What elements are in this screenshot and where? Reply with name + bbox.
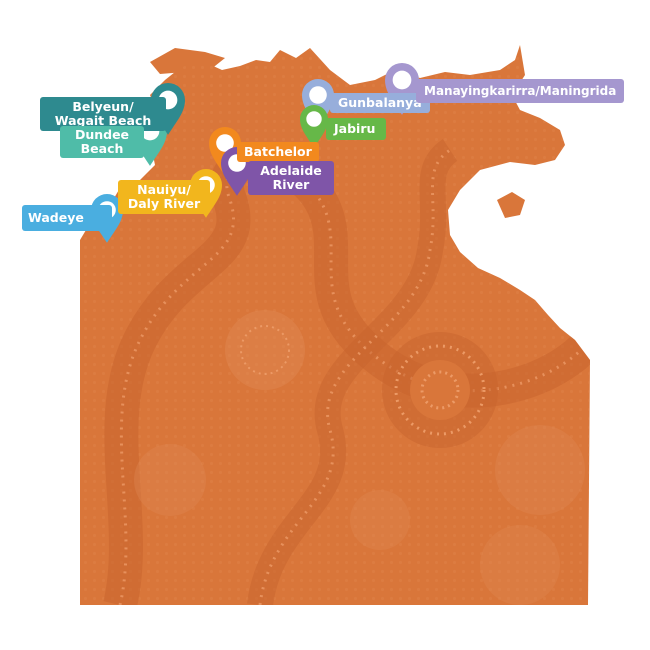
label-dundee-line1: Dundee <box>74 127 130 142</box>
label-belyeun-line1: Belyeun/ <box>72 99 134 114</box>
label-belyeun-line2: Wagait Beach <box>54 113 152 128</box>
label-belyeun[interactable]: Belyeun/ Wagait Beach <box>40 97 166 131</box>
label-dundee[interactable]: Dundee Beach <box>60 126 144 158</box>
label-nauiyu-line2: Daly River <box>127 196 201 211</box>
label-maningrida-text: Manayingkarirra/Maningrida <box>424 84 617 98</box>
label-maningrida[interactable]: Manayingkarirra/Maningrida <box>416 79 625 103</box>
label-adelaide[interactable]: Adelaide River <box>248 161 334 195</box>
label-dundee-line2: Beach <box>80 141 124 156</box>
label-jabiru[interactable]: Jabiru <box>326 118 386 140</box>
label-gunbalanya-text: Gunbalanya <box>338 95 422 110</box>
groote-island <box>497 192 525 218</box>
label-gunbalanya[interactable]: Gunbalanya <box>330 93 430 113</box>
label-nauiyu[interactable]: Nauiyu/ Daly River <box>118 180 210 214</box>
map-pin-hole-batchelor <box>216 134 234 152</box>
label-jabiru-text: Jabiru <box>334 121 376 136</box>
label-adelaide-line2: River <box>272 177 310 192</box>
label-wadeye-text: Wadeye <box>28 210 84 225</box>
label-batchelor[interactable]: Batchelor <box>237 142 319 162</box>
map-pin-hole-maningrida <box>392 70 412 90</box>
label-nauiyu-line1: Nauiyu/ <box>137 182 191 197</box>
map-pin-hole-gunbalanya <box>309 86 327 104</box>
map-pin-hole-jabiru <box>306 111 322 127</box>
label-batchelor-text: Batchelor <box>244 144 312 159</box>
label-adelaide-line1: Adelaide <box>260 163 322 178</box>
label-wadeye[interactable]: Wadeye <box>22 205 112 231</box>
